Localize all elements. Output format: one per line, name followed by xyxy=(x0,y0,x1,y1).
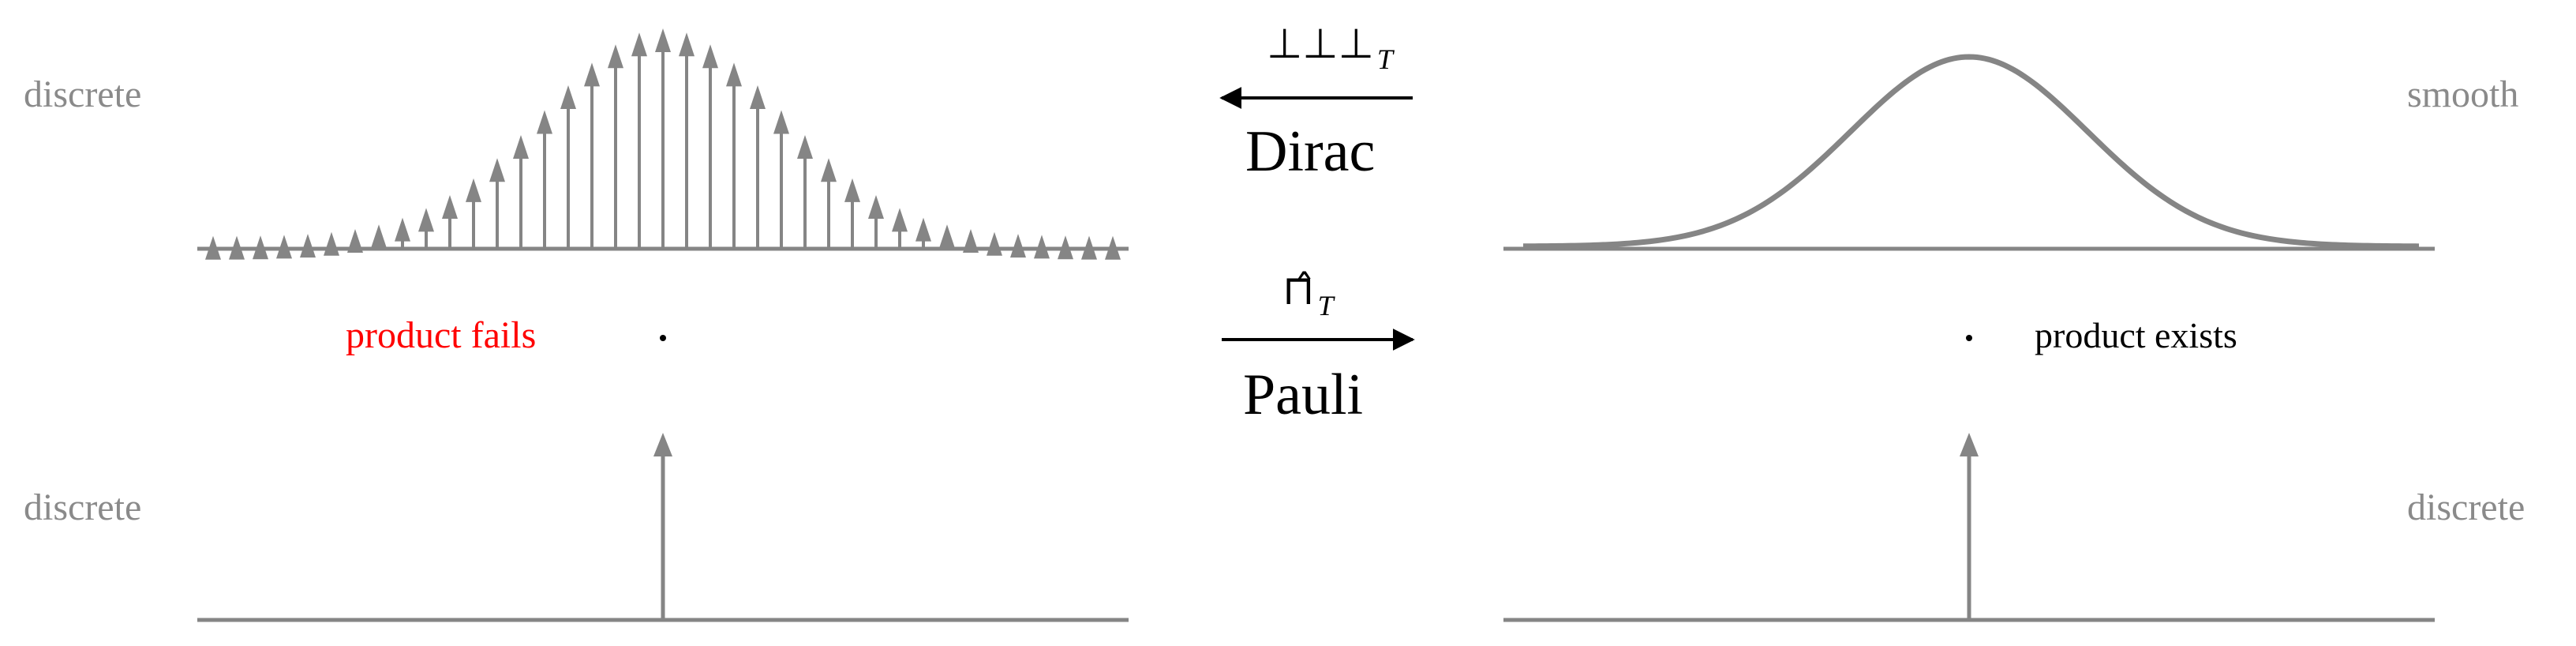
delta-arrowhead-right xyxy=(1960,433,1979,456)
comb-arrowhead xyxy=(300,234,316,258)
comb-arrowhead xyxy=(821,158,837,182)
pauli-symbol: ⊓̂T xyxy=(1282,267,1334,321)
shah-symbol: ⊥⊥⊥ xyxy=(1267,21,1374,68)
pauli-subscript: T xyxy=(1317,290,1334,321)
delta-arrowhead-left xyxy=(653,433,672,456)
comb-arrowhead xyxy=(679,32,695,57)
comb-arrowhead xyxy=(1010,234,1026,258)
comb-arrowhead xyxy=(489,158,505,182)
comb-arrowhead xyxy=(395,217,410,242)
comb-arrowhead xyxy=(418,208,434,232)
comb-arrowhead xyxy=(702,44,718,69)
gaussian-curve xyxy=(1522,54,2420,250)
comb-arrowhead xyxy=(939,224,955,249)
delta-plot-right xyxy=(1503,433,2435,622)
comb-arrowhead xyxy=(513,134,529,159)
comb-arrowhead xyxy=(537,110,552,134)
comb-arrowhead xyxy=(750,85,766,110)
comb-arrowhead xyxy=(1081,235,1097,260)
delta-plot-left xyxy=(197,433,1129,622)
comb-arrowhead xyxy=(560,85,576,110)
comb-arrowhead xyxy=(466,178,481,202)
gaussian-plot xyxy=(1503,54,2435,251)
dirac-symbol: ⊥⊥⊥T xyxy=(1267,21,1393,75)
product-fails-label: product fails xyxy=(346,314,537,356)
comb-arrowhead xyxy=(631,32,647,57)
comb-arrowhead xyxy=(205,235,221,260)
product-dot-right xyxy=(1966,335,1972,341)
hat-sqcap-symbol: ⊓̂ xyxy=(1282,267,1315,314)
dirac-label: Dirac xyxy=(1245,119,1376,184)
comb-arrowhead xyxy=(844,178,860,202)
dirac-subscript: T xyxy=(1376,43,1393,75)
comb-arrowhead xyxy=(892,208,908,232)
label-bottom-left: discrete xyxy=(24,486,142,528)
comb-arrowhead xyxy=(584,62,600,87)
comb-arrowhead xyxy=(276,235,292,259)
product-dot-left xyxy=(660,335,666,341)
label-bottom-right: discrete xyxy=(2407,486,2525,528)
comb-arrowhead xyxy=(797,134,813,159)
comb-spikes xyxy=(205,28,1121,260)
comb-arrowhead xyxy=(253,235,268,260)
comb-arrowhead xyxy=(1105,235,1121,260)
label-top-right: smooth xyxy=(2407,73,2519,115)
comb-arrowhead xyxy=(371,224,387,249)
comb-arrowhead xyxy=(963,229,979,254)
comb-arrowhead xyxy=(726,62,742,87)
comb-arrowhead xyxy=(608,44,623,69)
comb-arrowhead xyxy=(655,28,671,52)
pauli-label: Pauli xyxy=(1243,362,1364,427)
comb-arrowhead xyxy=(347,229,363,254)
comb-arrowhead xyxy=(987,231,1002,256)
comb-arrowhead xyxy=(1034,235,1050,259)
comb-arrowhead xyxy=(868,194,884,219)
product-exists-label: product exists xyxy=(2035,315,2237,355)
comb-arrowhead xyxy=(773,110,789,134)
label-top-left: discrete xyxy=(24,73,142,115)
comb-arrowhead xyxy=(442,194,458,219)
comb-arrowhead xyxy=(915,217,931,242)
comb-arrowhead xyxy=(229,235,245,260)
comb-plot xyxy=(197,28,1129,260)
comb-arrowhead xyxy=(1058,235,1073,260)
comb-arrowhead xyxy=(324,231,339,256)
